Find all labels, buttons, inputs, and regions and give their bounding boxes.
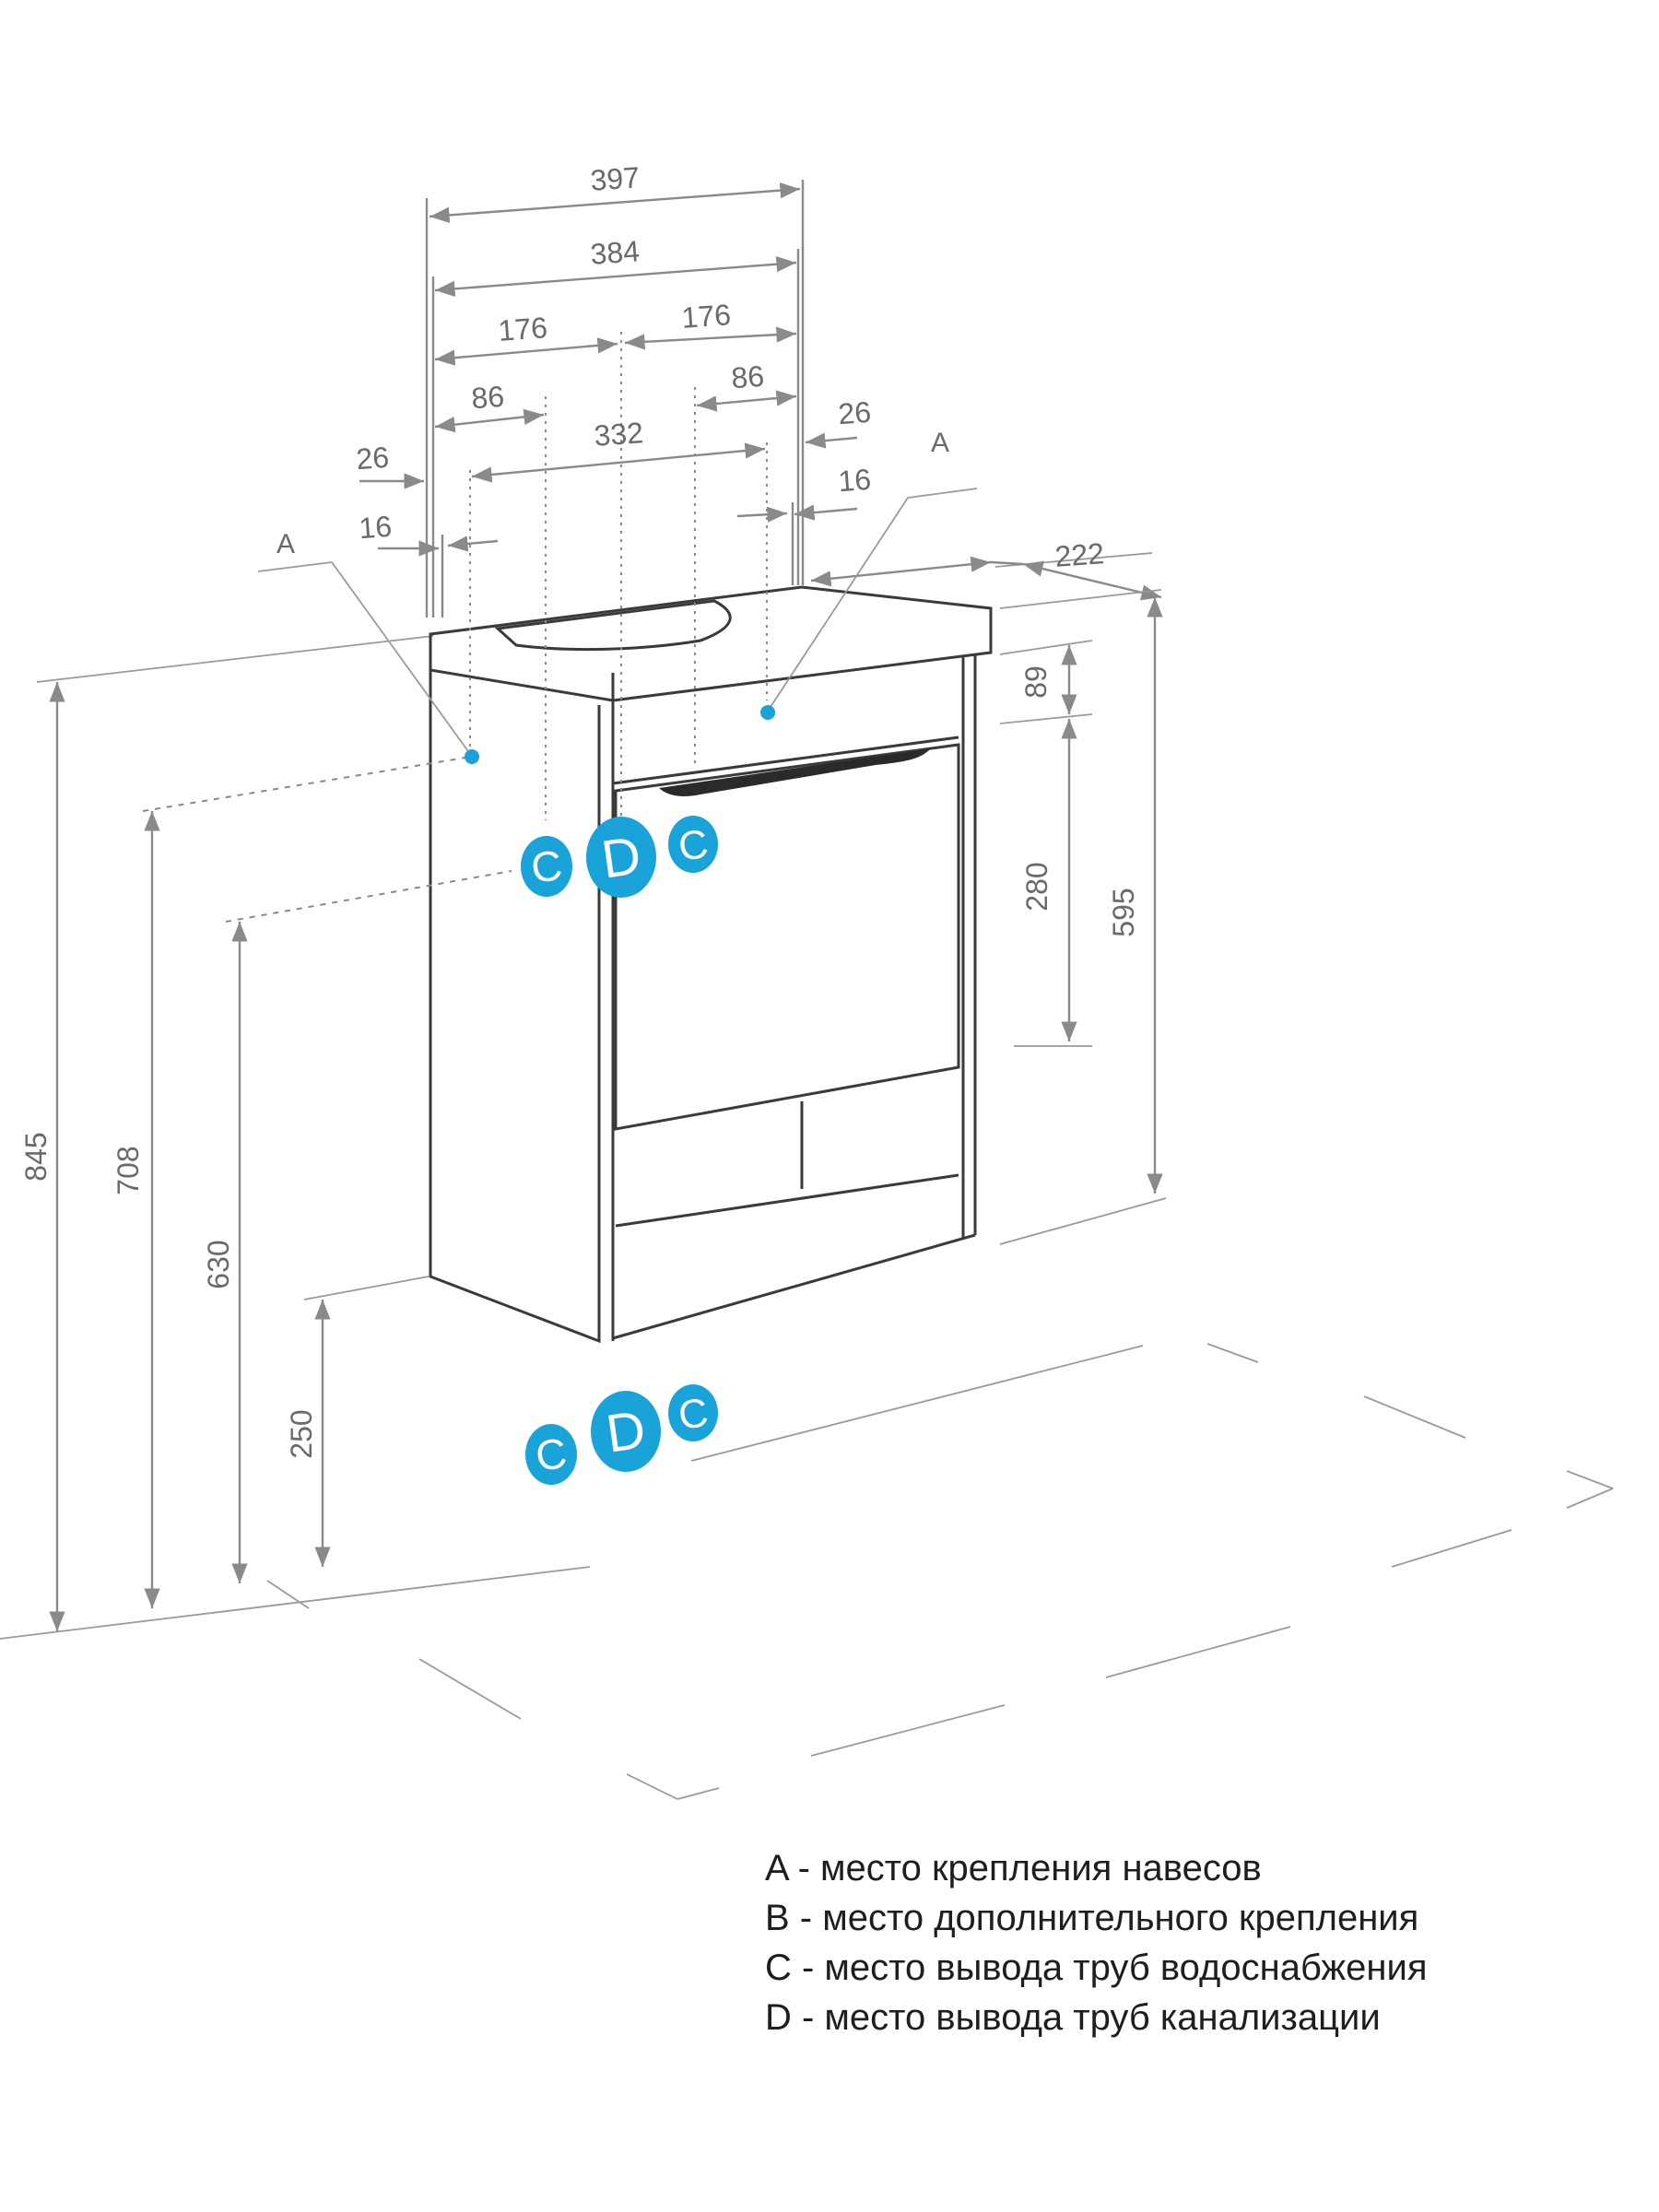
legend-item-c: C - место вывода труб водоснабжения (765, 1947, 1428, 1988)
label-280: 280 (1020, 862, 1053, 911)
label-595: 595 (1107, 888, 1140, 936)
svg-text:D: D (598, 825, 645, 889)
marker-c-left-lower (525, 1424, 577, 1485)
svg-text:C: C (676, 1390, 711, 1439)
dim-line-16-right (794, 504, 858, 521)
legend-item-b: B - место дополнительного крепления (765, 1898, 1419, 1938)
label-250: 250 (285, 1409, 318, 1458)
label-89: 89 (1019, 665, 1053, 699)
dim-line-176-right (624, 326, 797, 350)
label-86-left: 86 (470, 380, 505, 415)
label-26-right: 26 (837, 395, 872, 430)
a-leaders (257, 488, 978, 755)
cabinet-left-side (429, 670, 601, 1344)
cabinet (429, 585, 993, 1344)
dim-line-222 (810, 556, 992, 587)
drawer-handle (659, 748, 931, 796)
label-384: 384 (589, 234, 641, 271)
legend: A - место крепления навесов B - место до… (765, 1843, 1428, 2042)
dim-line-176-left (434, 337, 618, 366)
label-16-left: 16 (358, 510, 393, 545)
basin-bowl (494, 599, 732, 652)
label-397: 397 (589, 160, 641, 197)
marker-a-left-label: A (276, 529, 295, 559)
label-708: 708 (112, 1146, 145, 1194)
drawer-front (614, 743, 960, 1131)
marker-a-right-dot (760, 705, 775, 720)
label-86-right: 86 (730, 359, 765, 394)
marker-a-left-dot (465, 749, 479, 764)
label-332: 332 (593, 416, 644, 453)
label-26-left: 26 (355, 441, 390, 476)
marker-c-right-lower (668, 1384, 718, 1441)
label-630: 630 (202, 1240, 235, 1288)
label-176-right: 176 (680, 298, 732, 335)
marker-d-upper (586, 817, 656, 898)
marker-d-lower (591, 1391, 661, 1472)
cd-markers-upper: C D C (521, 816, 718, 898)
svg-text:C: C (533, 1429, 570, 1480)
dim-line-384 (434, 256, 797, 297)
legend-item-a: A - место крепления навесов (765, 1848, 1262, 1888)
left-dimensions (49, 682, 512, 1631)
dim-line-397 (429, 182, 801, 224)
dim-line-86-right (696, 390, 797, 412)
marker-c-right-upper (668, 816, 718, 873)
a-markers: A A (276, 428, 949, 764)
svg-text:C: C (676, 821, 711, 870)
label-222: 222 (1053, 536, 1105, 573)
cd-markers-lower: C D C (525, 1384, 718, 1485)
svg-text:C: C (528, 841, 565, 892)
top-dimensions (359, 182, 1162, 601)
label-845: 845 (19, 1132, 53, 1181)
dimension-labels: 397 384 176 176 86 86 332 26 16 26 16 22… (19, 160, 1140, 1458)
dim-line-26-right (805, 432, 858, 449)
label-176-left: 176 (497, 311, 548, 347)
dim-line-332 (471, 442, 766, 483)
right-dimensions (999, 589, 1167, 1245)
legend-item-d: D - место вывода труб канализации (765, 1997, 1381, 2038)
marker-c-left-upper (521, 836, 572, 897)
label-16-right: 16 (837, 463, 872, 498)
svg-text:D: D (603, 1399, 650, 1464)
wall-floor-lines (0, 552, 1614, 1800)
dim-line-86-left (434, 408, 545, 433)
marker-a-right-label: A (931, 428, 949, 458)
